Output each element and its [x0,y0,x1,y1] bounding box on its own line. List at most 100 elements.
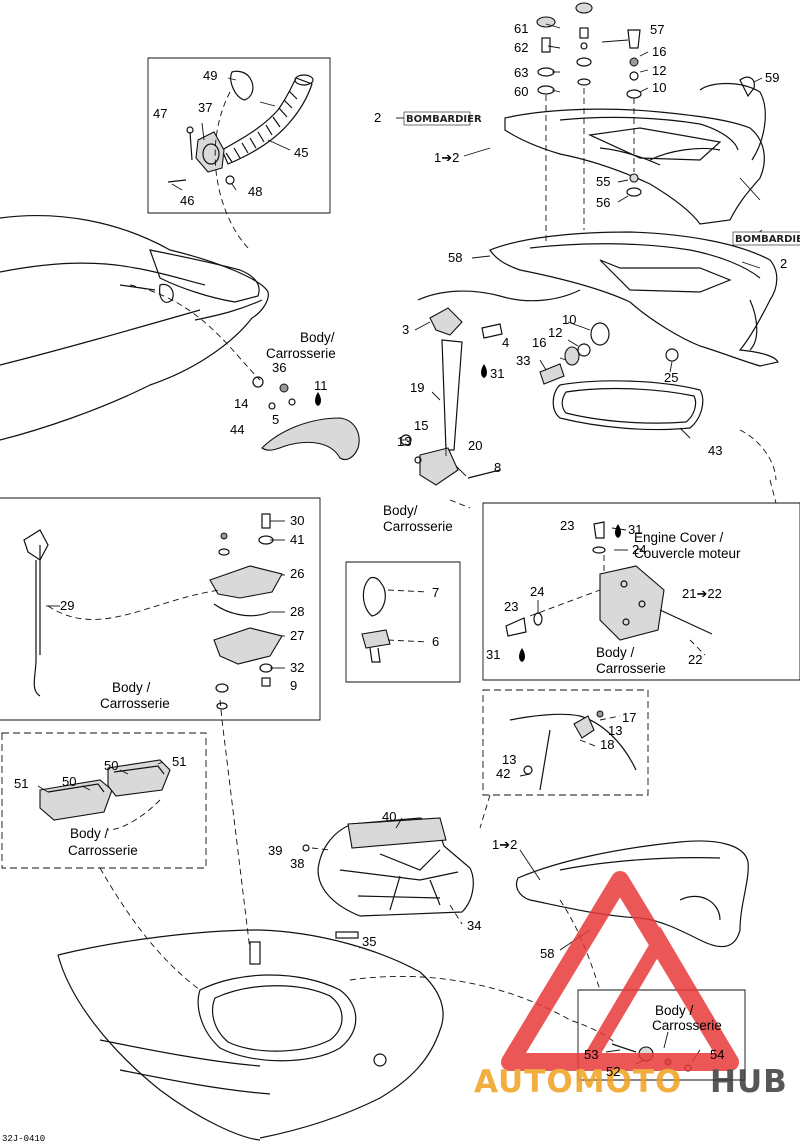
callout-47: 47 [153,106,167,121]
callout-52: 52 [606,1064,620,1079]
engine-cover-label: Engine Cover /Couvercle moteur [634,530,741,561]
droplet-icon [615,524,621,538]
callout-59: 59 [765,70,779,85]
detail-frames [0,57,800,1081]
callout-16-top: 16 [652,44,666,59]
callout-38: 38 [290,856,304,871]
callout-54: 54 [710,1047,724,1062]
callout-20: 20 [468,438,482,453]
brand-logo-plate-upper: BOMBARDIER [403,111,482,126]
frame-hose-detail [147,57,331,214]
callout-28: 28 [290,604,304,619]
svg-text:BOMBARDIER: BOMBARDIER [406,114,482,125]
frame-handle-detail [0,497,321,721]
body-label-tray: Body /Carrosserie [68,826,138,858]
callout-16-mid: 16 [532,335,546,350]
callout-57: 57 [650,22,664,37]
callout-23-left: 23 [504,599,518,614]
callout-24-top: 24 [632,542,646,557]
hinge-strut-assembly [400,289,610,486]
callout-50-left: 50 [62,774,76,789]
callout-5: 5 [272,412,279,427]
adhesive-markers [315,364,621,662]
storage-lid-assembly [489,82,779,431]
fastener-stacks [536,2,755,197]
engine-cover-bracket [505,521,713,641]
callout-27: 27 [290,628,304,643]
callout-31-top: 31 [628,522,642,537]
callout-30: 30 [290,513,304,528]
droplet-icon [315,392,321,406]
callout-51-left: 51 [14,776,28,791]
callout-35: 35 [362,934,376,949]
callout-18: 18 [600,737,614,752]
callout-37: 37 [198,100,212,115]
callout-2-upper: 2 [374,110,381,125]
svg-text:BOMBARDIER: BOMBARDIER [735,234,800,245]
body-label-engine: Body /Carrosserie [596,645,666,676]
body-label-left-handle: Body /Carrosserie [100,680,170,711]
trim-part-44 [252,376,360,461]
callout-51-right: 51 [172,754,186,769]
callout-33: 33 [516,353,530,368]
part-callouts: 61 62 63 60 57 16 12 10 59 2 1➔2 55 56 5… [14,21,787,1079]
callout-12-top: 12 [652,63,666,78]
callout-1-2-upper: 1➔2 [434,150,459,165]
callout-1-2-lower: 1➔2 [492,837,517,852]
callout-36: 36 [272,360,286,375]
callout-58-upper: 58 [448,250,462,265]
hull-lower-right [515,840,749,948]
hull-lower-main [57,929,444,1141]
callout-12-mid: 12 [548,325,562,340]
leader-lines [37,23,777,1065]
callout-60: 60 [514,84,528,99]
callout-31-mid: 31 [490,366,504,381]
callout-48: 48 [248,184,262,199]
callout-29: 29 [60,598,74,613]
droplet-icon [481,364,487,378]
hull-upper-left-drawing [0,214,269,441]
callout-10-mid: 10 [562,312,576,327]
drawing-code: 32J-0410 [2,1134,45,1144]
frame-latch-detail [482,689,649,796]
callout-32: 32 [290,660,304,675]
callout-10-top: 10 [652,80,666,95]
callout-23-top: 23 [560,518,574,533]
callout-39: 39 [268,843,282,858]
body-labels: Body/Carrosserie Body/Carrosserie Body /… [68,330,741,1033]
watermark-text-right: HUB [710,1064,788,1100]
callout-43: 43 [708,443,722,458]
callout-49: 49 [203,68,217,83]
callout-15: 15 [414,418,428,433]
frame-tray-detail [1,732,207,869]
automotohub-watermark: AUTOMOTO HUB [474,871,788,1100]
storage-trays [39,759,171,821]
callout-2-right: 2 [780,256,787,271]
hose-assembly [167,70,314,185]
callout-22: 22 [688,652,702,667]
callout-11: 11 [314,378,328,393]
callout-4: 4 [502,335,509,350]
callout-61: 61 [514,21,528,36]
callout-40: 40 [382,809,396,824]
callout-25: 25 [664,370,678,385]
callout-45: 45 [294,145,308,160]
callout-3: 3 [402,322,409,337]
callout-24-left: 24 [530,584,544,599]
clip-parts [361,576,391,663]
callout-13-latch: 13 [608,723,622,738]
callout-56: 56 [596,195,610,210]
callout-31-left: 31 [486,647,500,662]
storage-grill-34 [302,817,474,939]
watermark-text-left: AUTOMOTO [474,1064,682,1100]
callout-26: 26 [290,566,304,581]
handle-assembly [23,513,283,710]
frame-clip-detail [345,561,461,683]
callout-8: 8 [494,460,501,475]
body-label-rivet: Body /Carrosserie [652,1003,722,1033]
callout-14: 14 [234,396,248,411]
callout-41: 41 [290,532,304,547]
callout-13-mid: 13 [397,434,411,449]
brand-logo-plate-right: BOMBARDIER [732,231,800,246]
